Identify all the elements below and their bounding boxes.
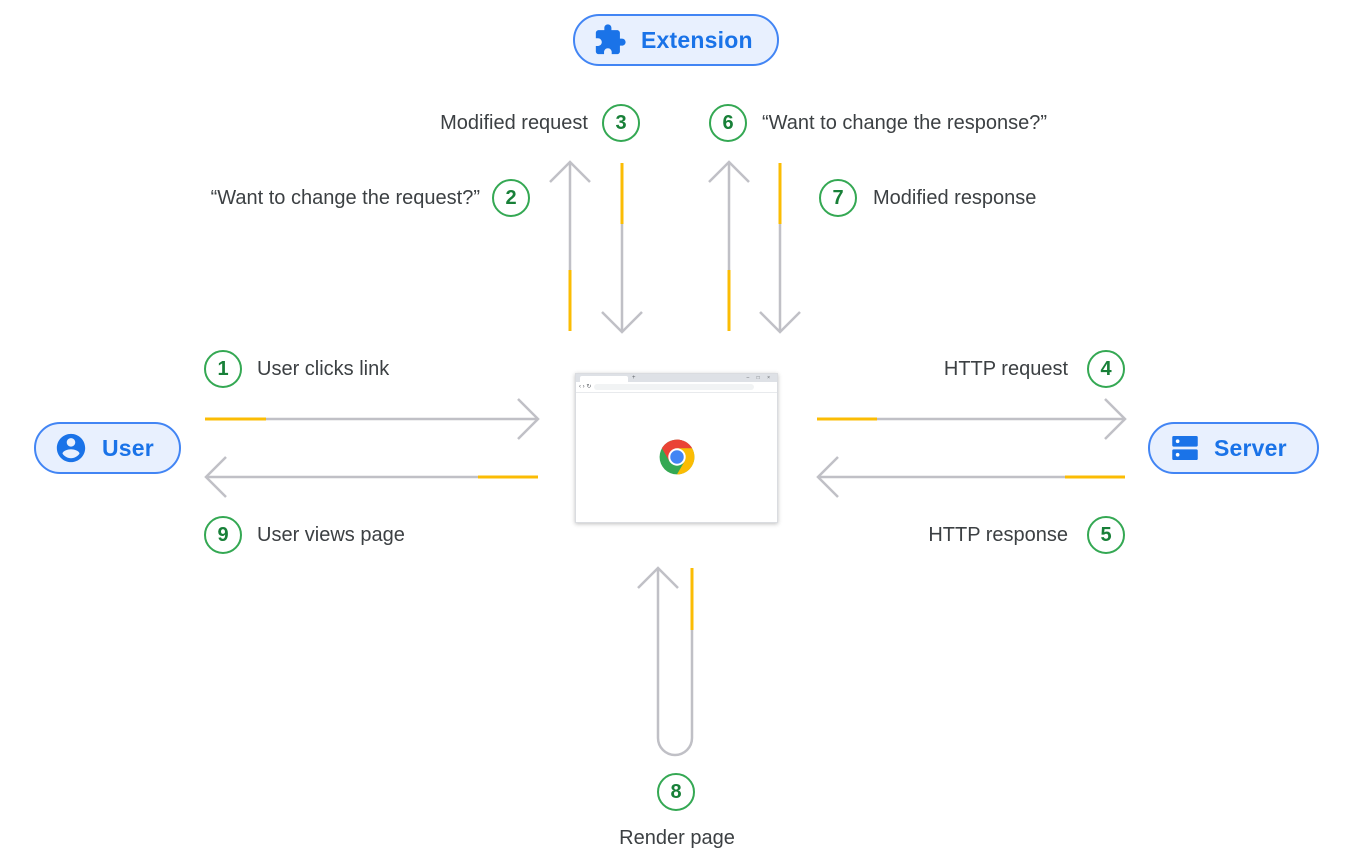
step-6-label: “Want to change the response?” bbox=[762, 112, 1047, 134]
step-7-badge: 7 bbox=[819, 179, 857, 217]
extension-node: Extension bbox=[573, 14, 779, 66]
browser-tab-bar: + – □ × bbox=[576, 374, 777, 382]
arrowhead-extension-to-browser-response bbox=[759, 311, 801, 334]
arrowhead-browser-to-server bbox=[1104, 398, 1127, 440]
step-3-label: Modified request bbox=[440, 112, 588, 134]
user-node: User bbox=[34, 422, 181, 474]
step-2-badge: 2 bbox=[492, 179, 530, 217]
arrowhead-browser-to-user bbox=[204, 456, 227, 498]
arrow-render-loop bbox=[656, 568, 694, 757]
step-7-label: Modified response bbox=[873, 187, 1037, 209]
window-controls-icon: – □ × bbox=[746, 375, 773, 381]
step-8-label: Render page bbox=[619, 827, 735, 849]
new-tab-icon: + bbox=[632, 375, 636, 381]
step-1-badge: 1 bbox=[204, 350, 242, 388]
server-node: Server bbox=[1148, 422, 1319, 474]
address-bar bbox=[594, 384, 754, 390]
step-5-label: HTTP response bbox=[928, 524, 1068, 546]
arrowhead-browser-to-extension-response bbox=[708, 160, 750, 183]
step-2-label: “Want to change the request?” bbox=[210, 187, 480, 209]
step-9-badge: 9 bbox=[204, 516, 242, 554]
account-circle-icon bbox=[54, 431, 88, 465]
step-4-label: HTTP request bbox=[943, 358, 1068, 380]
arrowhead-server-to-browser bbox=[816, 456, 839, 498]
server-label: Server bbox=[1214, 434, 1287, 461]
extension-label: Extension bbox=[641, 26, 753, 53]
server-icon bbox=[1168, 431, 1202, 465]
step-4-badge: 4 bbox=[1087, 350, 1125, 388]
arrowhead-user-to-browser bbox=[517, 398, 540, 440]
arrowhead-extension-to-browser-request bbox=[601, 311, 643, 334]
puzzle-piece-icon bbox=[593, 23, 627, 57]
step-9-label: User views page bbox=[257, 524, 405, 546]
step-8-badge: 8 bbox=[657, 773, 695, 811]
browser-window: + – □ × ‹ › ↻ bbox=[575, 373, 778, 523]
browser-toolbar: ‹ › ↻ bbox=[576, 382, 777, 393]
browser-tab bbox=[580, 376, 628, 382]
user-label: User bbox=[102, 434, 154, 461]
step-3-badge: 3 bbox=[602, 104, 640, 142]
arrowhead-render-loop bbox=[637, 566, 679, 589]
nav-buttons-icon: ‹ › ↻ bbox=[579, 384, 592, 390]
step-1-label: User clicks link bbox=[257, 358, 390, 380]
step-6-badge: 6 bbox=[709, 104, 747, 142]
chrome-logo-icon bbox=[659, 439, 695, 475]
arrowhead-browser-to-extension-request bbox=[549, 160, 591, 183]
step-5-badge: 5 bbox=[1087, 516, 1125, 554]
